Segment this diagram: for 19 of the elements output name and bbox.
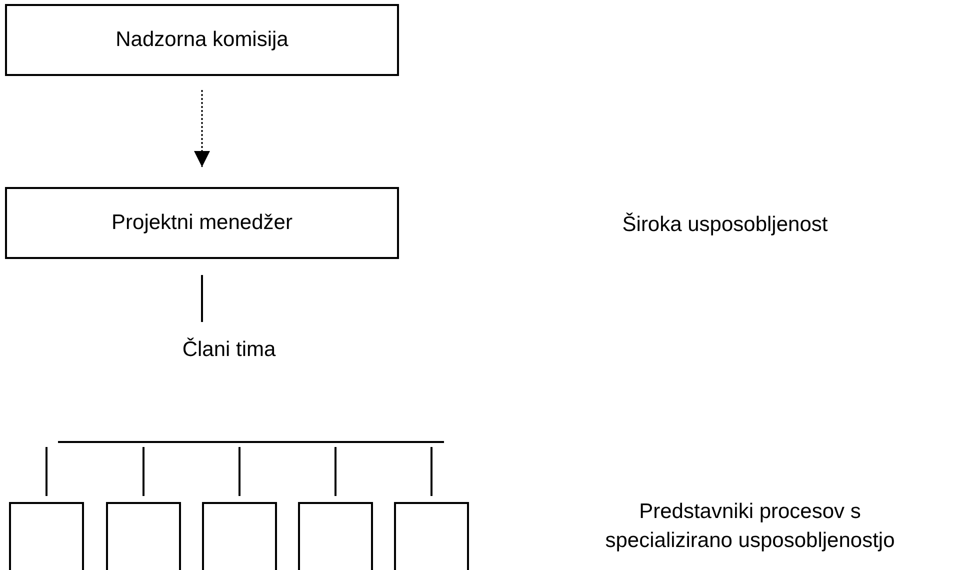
member-box <box>298 502 373 570</box>
connector-line <box>334 447 336 496</box>
side-note: Široka usposobljenost <box>621 212 829 238</box>
connector-line <box>238 447 240 496</box>
arrow <box>194 90 210 167</box>
connector-line <box>201 275 203 322</box>
node-text: Nadzorna komisija <box>116 28 288 52</box>
side-note: Predstavniki procesov s specializirano usposobljenostjo <box>604 499 896 554</box>
member-box <box>9 502 84 570</box>
member-box <box>106 502 181 570</box>
member-box <box>394 502 469 570</box>
role-box <box>5 187 399 259</box>
node-text: Člani tima <box>182 338 276 362</box>
connector-line <box>46 447 48 496</box>
connector-line <box>430 447 432 496</box>
node-text: Projektni menedžer <box>112 211 292 235</box>
connector-line <box>142 447 144 496</box>
role-box <box>5 4 399 76</box>
member-box <box>202 502 277 570</box>
